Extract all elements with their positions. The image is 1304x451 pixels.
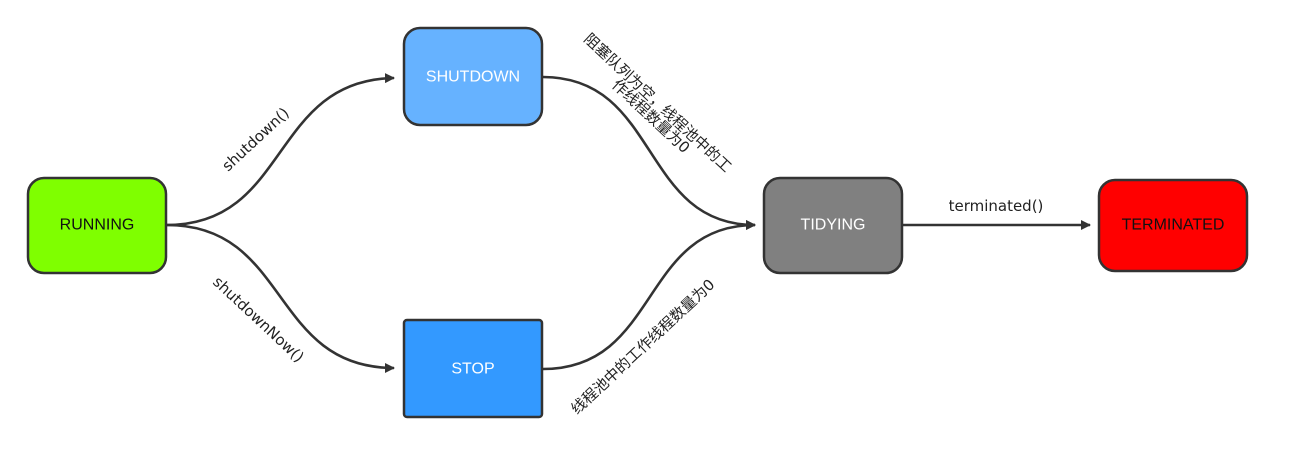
node-stop: STOP: [402, 318, 544, 419]
node-running-label: RUNNING: [60, 217, 135, 234]
edge-stop-to-tidying: [542, 220, 756, 371]
node-tidying: TIDYING: [762, 176, 904, 275]
label-shutdown-call: shutdown(): [218, 104, 292, 175]
node-terminated: TERMINATED: [1097, 178, 1249, 273]
node-shutdown-label: SHUTDOWN: [426, 69, 520, 86]
label-terminated-call: terminated(): [949, 197, 1044, 215]
node-tidying-label: TIDYING: [801, 217, 866, 234]
edge-running-to-stop: [166, 223, 395, 373]
node-stop-label: STOP: [451, 361, 494, 378]
node-terminated-label: TERMINATED: [1122, 217, 1225, 234]
node-running: RUNNING: [26, 176, 168, 275]
node-shutdown: SHUTDOWN: [402, 26, 544, 127]
edge-shutdown-to-tidying: [542, 75, 756, 230]
label-shutdownnow-call: shutdownNow(): [209, 273, 307, 366]
edge-running-to-shutdown: [166, 73, 395, 227]
label-queue-empty-condition-line1: 阻塞队列为空，线程池中的工: [580, 30, 735, 176]
label-worker-count-zero: 线程池中的工作线程数量为0: [567, 275, 718, 417]
